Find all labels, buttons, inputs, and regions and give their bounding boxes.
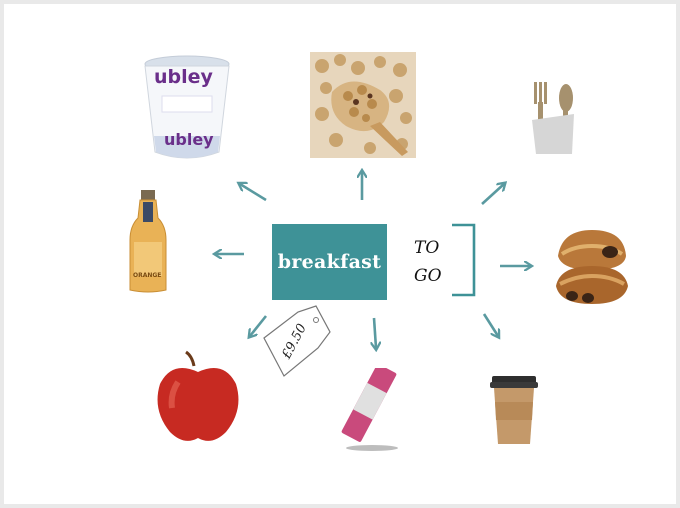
juice-label: ORANGE — [133, 272, 162, 279]
to-go-line1: TO — [414, 238, 440, 258]
pastry-image — [556, 230, 628, 304]
snack-bar-image — [341, 368, 398, 451]
arrow-to-yogurt — [240, 184, 267, 202]
yogurt-pot-image — [144, 55, 230, 159]
breakfast-label: breakfast — [277, 251, 382, 273]
yogurt-brand-top: ubley — [154, 66, 213, 88]
breakfast-box: breakfast — [272, 224, 387, 300]
apple-image — [157, 350, 239, 441]
arrow-to-bar — [374, 317, 376, 348]
granola-image — [310, 52, 416, 158]
arrow-to-apple — [250, 315, 268, 336]
slide: breakfast TO GO £9.50 ubley ubley — [4, 4, 676, 504]
arrow-to-cutlery — [481, 184, 504, 205]
to-go-label: TO GO — [414, 234, 442, 290]
coffee-cup-image — [490, 376, 538, 444]
arrow-to-coffee — [482, 313, 498, 336]
yogurt-brand-bottom: ubley — [164, 130, 214, 149]
orange-juice-bottle — [129, 190, 167, 293]
cutlery-icon — [532, 82, 574, 154]
arrows-layer — [4, 4, 676, 504]
price-tag — [263, 305, 331, 377]
to-go-line2: GO — [414, 266, 442, 286]
togo-bracket — [452, 223, 476, 297]
